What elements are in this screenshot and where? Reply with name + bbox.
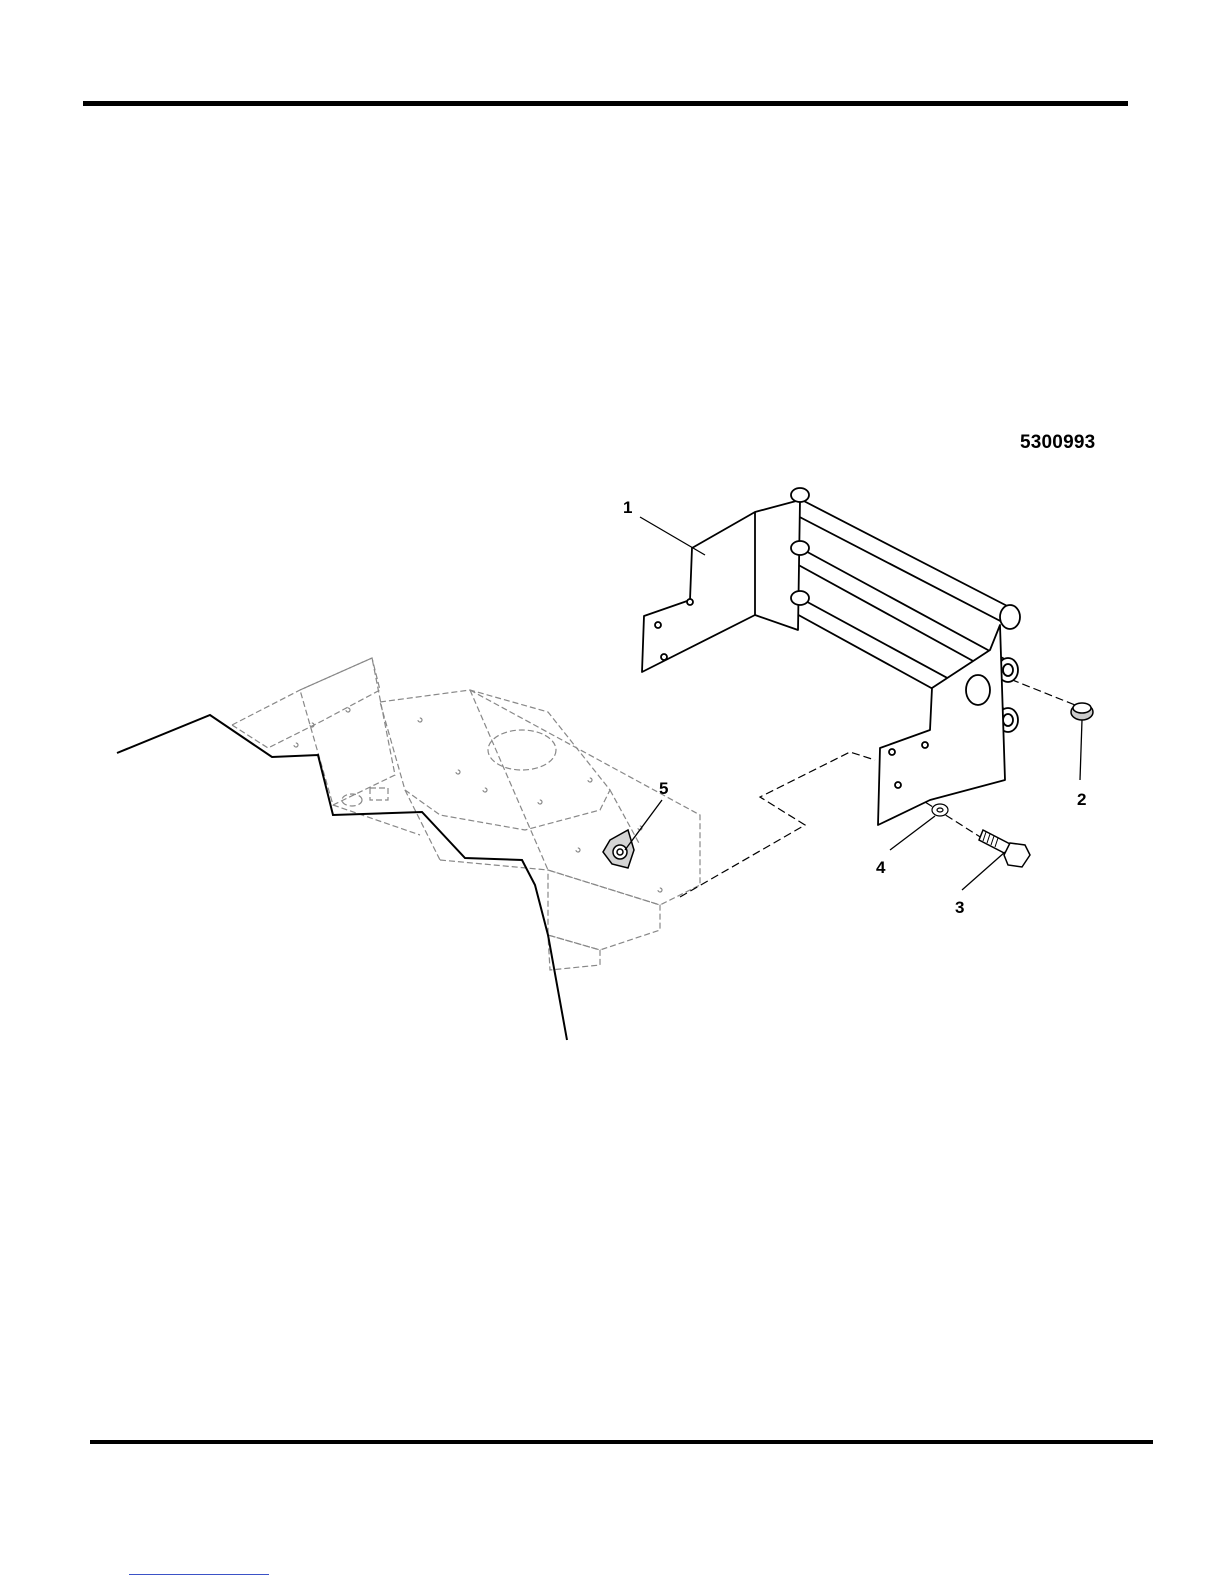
- callout-4: 4: [876, 858, 885, 878]
- footer-link-underline[interactable]: [129, 1574, 269, 1575]
- frame-phantom: [232, 658, 700, 970]
- part-3-bolt: [979, 830, 1030, 867]
- callout-5: 5: [659, 779, 668, 799]
- part-1-guard: [642, 488, 1020, 825]
- part-5-nut: [603, 830, 634, 868]
- part-4-washer: [932, 804, 948, 816]
- callout-2: 2: [1077, 790, 1086, 810]
- part-2-cap: [1071, 703, 1093, 720]
- footer-rule: [90, 1440, 1153, 1444]
- callout-1: 1: [623, 498, 632, 518]
- break-line: [117, 715, 567, 1040]
- callout-3: 3: [955, 898, 964, 918]
